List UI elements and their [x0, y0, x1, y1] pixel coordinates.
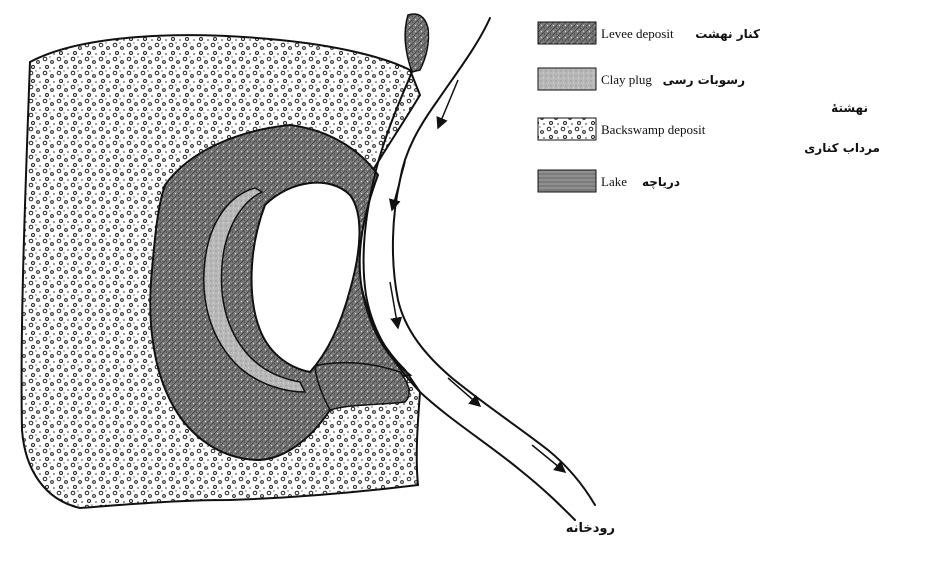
river-right-bank [393, 18, 595, 505]
legend-label-levee-fa: کنار نهشت [695, 27, 760, 41]
flow-arrow-4 [448, 378, 480, 406]
legend-label-backswamp-en: Backswamp deposit [601, 122, 706, 137]
legend-label-clay-en: Clay plug [601, 72, 652, 87]
river-label: رودخانه [566, 521, 615, 536]
legend-label-lake-fa: دریاچه [642, 175, 680, 189]
legend-label-clay-fa: رسوبات رسی [663, 73, 745, 88]
legend-swatch-lake [538, 170, 596, 192]
levee-deposit-top [405, 14, 428, 72]
flow-arrow-5 [532, 445, 565, 472]
legend-label-lake-en: Lake [601, 174, 627, 189]
legend-label-backswamp-fa-2: مرداب کناری [804, 141, 880, 155]
legend-label-backswamp-fa-1: نهشتهٔ [831, 101, 868, 115]
legend-swatch-backswamp [538, 118, 596, 140]
legend-swatch-levee [538, 22, 596, 44]
legend-swatch-clay [538, 68, 596, 90]
flow-arrow-2 [392, 162, 405, 210]
levee-deposit-lower [315, 363, 409, 410]
legend: Levee deposit کنار نهشت Clay plug رسوبات… [538, 22, 880, 192]
legend-label-levee-en: Levee deposit [601, 26, 674, 41]
